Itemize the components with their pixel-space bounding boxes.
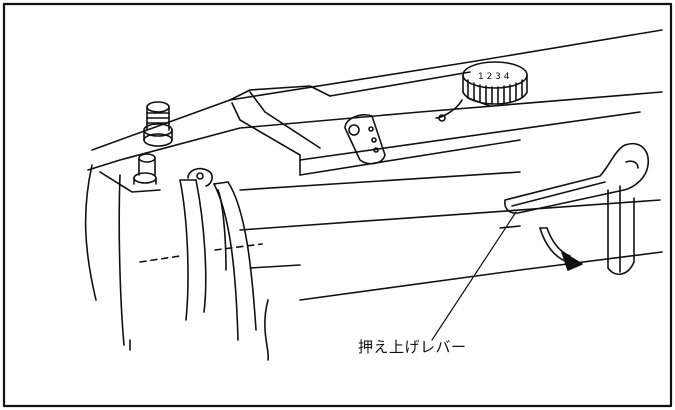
arrow-icon (539, 227, 583, 271)
thread-tension-knob-icon (133, 101, 173, 185)
lever-icon (504, 143, 650, 275)
machine-arm-body (84, 29, 663, 361)
dial-icon: 1 2 3 4 (435, 61, 528, 122)
svg-text:1 2 3 4: 1 2 3 4 (478, 72, 510, 82)
thread-guide (187, 167, 213, 187)
face-plate (179, 179, 257, 341)
thread-guide-plate (344, 113, 386, 165)
presser-lifter-lever-label: 押え上げレバー (358, 338, 467, 356)
leader-line (431, 211, 517, 341)
